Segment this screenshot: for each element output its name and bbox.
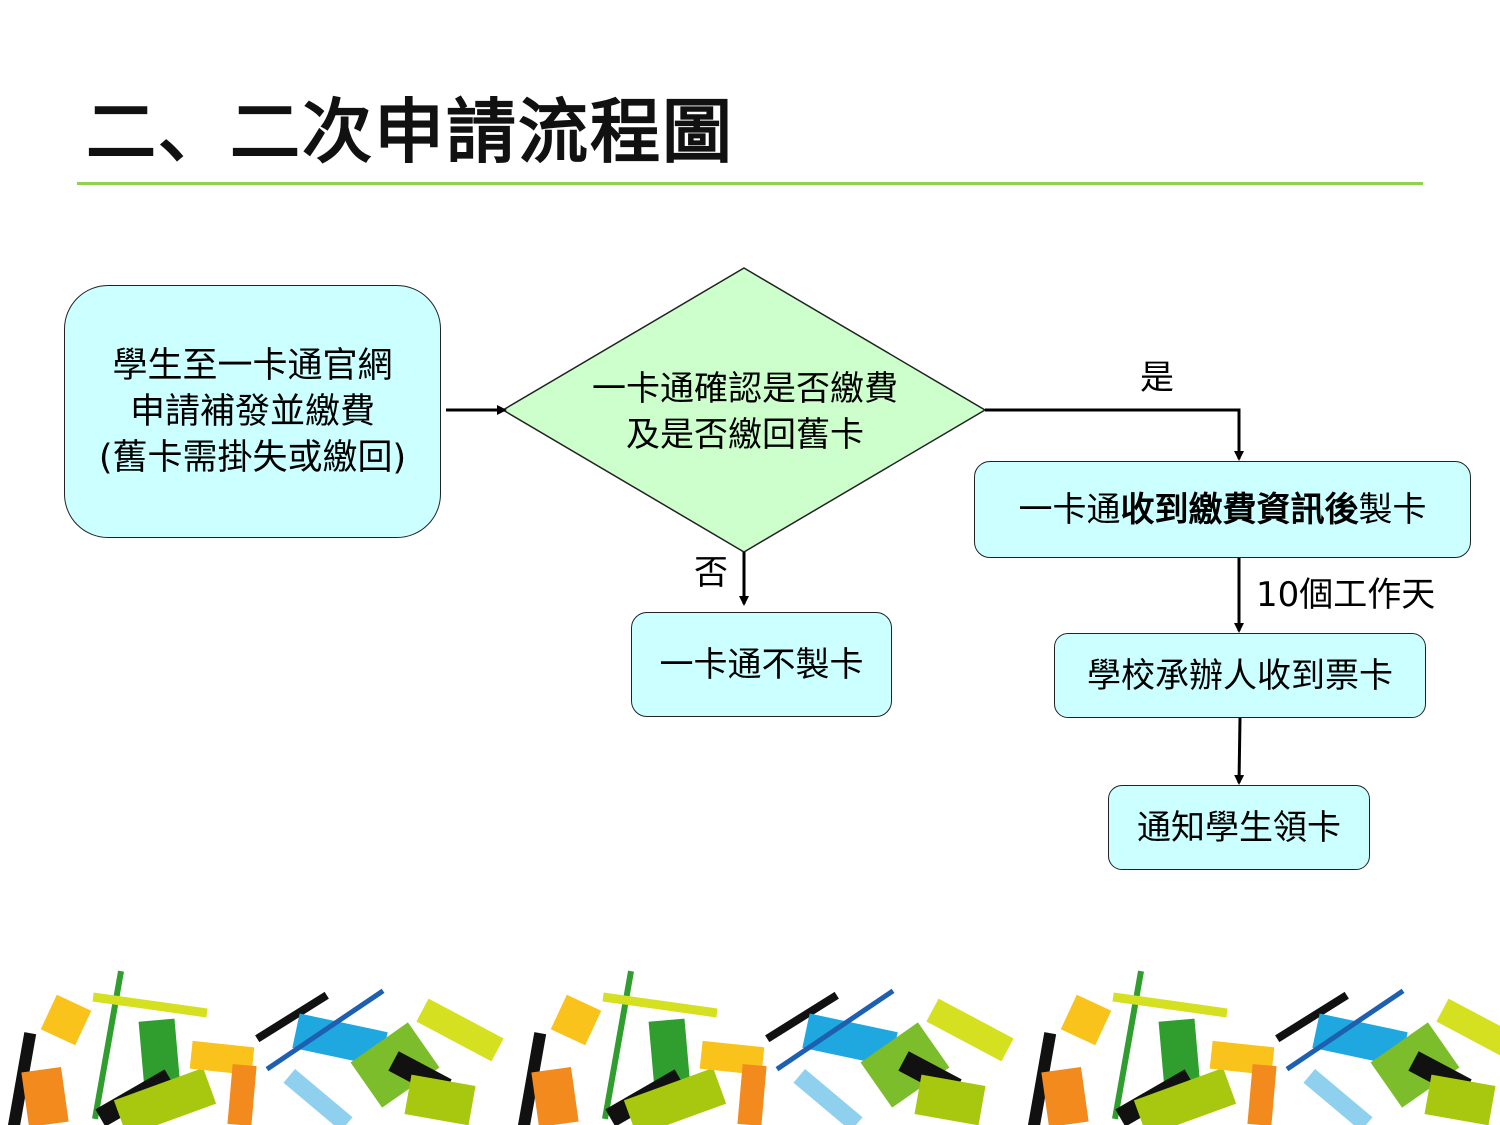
decorative-bar xyxy=(737,1064,767,1125)
decorative-bar xyxy=(1112,992,1228,1018)
no-label: 否 xyxy=(694,553,728,593)
decorative-bar xyxy=(1112,970,1144,1120)
start-line-3: (舊卡需掛失或繳回) xyxy=(98,437,407,478)
decorative-bar xyxy=(404,1074,476,1125)
start-line-2: 申請補發並繳費 xyxy=(129,391,375,432)
decorative-bar xyxy=(40,994,92,1046)
decorative-bar xyxy=(1060,994,1112,1046)
decision-line-1: 一卡通確認是否繳費 xyxy=(592,369,898,409)
decorative-bar xyxy=(550,994,602,1046)
decorative-bar xyxy=(1312,1013,1408,1067)
decorative-bar xyxy=(1133,1067,1237,1125)
decorative-bar xyxy=(602,970,634,1120)
decorative-bar xyxy=(1424,1074,1496,1125)
decorative-bar xyxy=(283,1069,353,1125)
duration-label: 10個工作天 xyxy=(1256,575,1436,615)
decorative-bar xyxy=(1247,1064,1277,1125)
notify-text: 通知學生領卡 xyxy=(1137,807,1341,848)
decorative-bar xyxy=(265,988,385,1072)
slide-title: 二、二次申請流程圖 xyxy=(86,91,734,173)
school-receives-box: 學校承辦人收到票卡 xyxy=(1054,633,1426,718)
start-line-1: 學生至一卡通官網 xyxy=(112,345,393,386)
decorative-bar xyxy=(926,998,1014,1062)
decorative-bar xyxy=(1041,1066,1089,1125)
start-box: 學生至一卡通官網 申請補發並繳費 (舊卡需掛失或繳回) xyxy=(64,285,441,538)
decorative-bar xyxy=(765,991,839,1043)
decorative-bar xyxy=(517,1032,547,1125)
school-receives-text: 學校承辦人收到票卡 xyxy=(1087,655,1393,696)
decorative-bar xyxy=(1285,988,1405,1072)
decorative-bar xyxy=(292,1013,388,1067)
make-card-box: 一卡通收到繳費資訊後製卡 xyxy=(974,461,1471,558)
make-card-bold: 收到繳費資訊後 xyxy=(1120,489,1359,530)
decorative-bar xyxy=(7,1032,37,1125)
decorative-bar xyxy=(1436,998,1500,1062)
decision-text: 一卡通確認是否繳費 及是否繳回舊卡 xyxy=(540,366,950,458)
make-card-suffix: 製卡 xyxy=(1358,489,1427,530)
decorative-bar xyxy=(1027,1032,1057,1125)
arrow-yes-to-make-card xyxy=(985,408,1244,461)
arrow-school-to-notify xyxy=(1234,717,1245,785)
decorative-bar xyxy=(1275,991,1349,1043)
decision-line-2: 及是否繳回舊卡 xyxy=(626,415,864,455)
decorative-bar xyxy=(793,1069,863,1125)
decorative-bar xyxy=(531,1066,579,1125)
make-card-prefix: 一卡通 xyxy=(1018,489,1121,530)
decorative-bar xyxy=(255,991,329,1043)
decorative-bar xyxy=(914,1074,986,1125)
no-card-box: 一卡通不製卡 xyxy=(631,612,892,717)
title-divider xyxy=(77,182,1423,185)
decorative-bar xyxy=(775,988,895,1072)
decorative-bar xyxy=(21,1066,69,1125)
notify-box: 通知學生領卡 xyxy=(1108,785,1370,870)
decorative-bar xyxy=(623,1067,727,1125)
decorative-bar xyxy=(92,992,208,1018)
yes-label: 是 xyxy=(1140,358,1174,398)
decorative-bar xyxy=(113,1067,217,1125)
decorative-bar xyxy=(416,998,504,1062)
decorative-bar xyxy=(802,1013,898,1067)
decorative-bar xyxy=(602,992,718,1018)
decorative-bar xyxy=(92,970,124,1120)
decorative-bar xyxy=(1303,1069,1373,1125)
decorative-bar xyxy=(227,1064,257,1125)
no-card-text: 一卡通不製卡 xyxy=(659,644,864,685)
